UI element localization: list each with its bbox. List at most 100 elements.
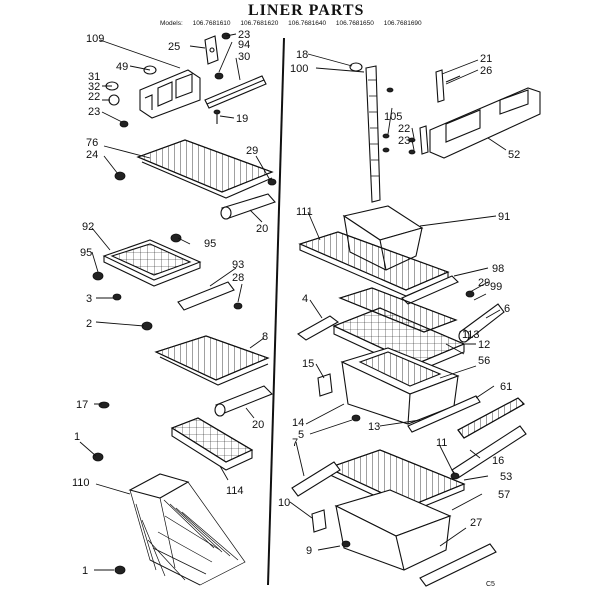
callout: 31 <box>88 71 100 83</box>
part-fastener <box>341 540 351 548</box>
callout: 23 <box>398 135 410 147</box>
part-bracket-25 <box>204 35 219 65</box>
part-fastener <box>408 149 416 155</box>
callout: 20 <box>256 223 268 235</box>
part-control-housing <box>139 69 201 119</box>
callout: 15 <box>302 358 314 370</box>
callout: 5 <box>298 429 304 441</box>
model-number: 106.7681610 <box>192 20 231 27</box>
callout: 4 <box>302 293 308 305</box>
callout: 92 <box>82 221 94 233</box>
part-fastener <box>233 302 243 310</box>
callout: 21 <box>480 53 492 65</box>
callout: 91 <box>498 211 510 223</box>
leader-lines <box>79 33 507 571</box>
callout: 23 <box>238 29 250 41</box>
callout: 13 <box>368 421 380 433</box>
callout: 20 <box>252 419 264 431</box>
callout: 29 <box>246 145 258 157</box>
model-number: 106.7681620 <box>240 20 279 27</box>
callout: 94 <box>238 39 250 51</box>
part-bracket-21 <box>435 69 461 103</box>
center-divider <box>267 37 285 586</box>
model-number: 106.7681690 <box>383 20 422 27</box>
callout: 56 <box>478 355 490 367</box>
callout: 110 <box>72 477 90 489</box>
callout: 95 <box>80 247 92 259</box>
part-control-panel-52 <box>429 87 541 159</box>
callout: 3 <box>86 293 92 305</box>
callout: 32 <box>88 81 100 93</box>
part-light-18 <box>349 62 363 72</box>
part-knob <box>108 94 120 106</box>
callout: 6 <box>504 303 510 315</box>
callout-labels: 109 25 23 94 30 49 31 32 22 23 19 76 24 … <box>72 29 520 588</box>
callout: 7 <box>292 437 298 449</box>
part-slide-13 <box>407 395 481 433</box>
callout: 113 <box>462 329 480 341</box>
callout: 1 <box>74 431 80 443</box>
callout: 105 <box>384 111 402 123</box>
part-trim-4 <box>296 315 340 341</box>
callout: 61 <box>500 381 512 393</box>
models-label: Models: <box>160 20 183 27</box>
diagram-title: LINER PARTS <box>248 2 365 19</box>
part-fastener <box>386 87 394 93</box>
part-bracket <box>419 125 429 155</box>
part-drawer-57 <box>334 489 452 571</box>
model-number: 106.7681650 <box>335 20 374 27</box>
callout: 17 <box>76 399 88 411</box>
callout: 29 <box>478 277 490 289</box>
part-fastener <box>92 271 104 281</box>
callout: 93 <box>232 259 244 271</box>
callout: 11 <box>436 437 447 449</box>
part-trim-27 <box>419 543 497 587</box>
callout: 22 <box>398 123 410 135</box>
callout: 22 <box>88 91 100 103</box>
part-trim-20a <box>220 193 276 220</box>
part-tray-92 <box>102 239 202 287</box>
part-fastener <box>465 290 475 298</box>
callout: 27 <box>470 517 482 529</box>
callout: 100 <box>290 63 308 75</box>
part-divider-61 <box>457 397 525 439</box>
callout: 109 <box>86 33 104 45</box>
part-trim-93 <box>177 281 235 311</box>
callout: 99 <box>490 281 502 293</box>
callout: 98 <box>492 263 504 275</box>
part-fastener <box>351 414 361 422</box>
part-fastener <box>450 472 460 480</box>
part-wire-shelf-76 <box>136 139 274 199</box>
part-trim-20b <box>214 385 273 417</box>
callout: 14 <box>292 417 304 429</box>
callout: 8 <box>262 331 268 343</box>
callout: 12 <box>478 339 490 351</box>
callout: 114 <box>226 485 244 497</box>
part-fastener <box>98 401 110 409</box>
part-bracket-15 <box>317 373 333 397</box>
part-fastener <box>382 133 390 139</box>
model-numbers: Models: 106.7681610 106.7681620 106.7681… <box>160 20 430 27</box>
model-number: 106.7681640 <box>288 20 327 27</box>
callout: 111 <box>296 206 313 218</box>
part-ice-tray-114 <box>170 417 254 471</box>
callout: 49 <box>116 61 128 73</box>
callout: 95 <box>204 238 216 250</box>
callout: 23 <box>88 106 100 118</box>
callout: 24 <box>86 149 98 161</box>
part-fastener <box>382 147 390 153</box>
callout: 10 <box>278 497 290 509</box>
callout: 76 <box>86 137 98 149</box>
callout: 53 <box>500 471 512 483</box>
part-vertical-rail-100 <box>365 65 381 203</box>
part-wire-basket-110 <box>128 473 246 586</box>
callout: 1 <box>82 565 88 577</box>
part-bracket-10 <box>311 509 327 533</box>
part-screw-19 <box>213 109 221 124</box>
part-fastener <box>114 171 126 181</box>
part-fastener <box>267 178 277 186</box>
part-trim-30 <box>204 75 267 109</box>
part-fastener <box>112 293 122 301</box>
callout: 28 <box>232 272 244 284</box>
